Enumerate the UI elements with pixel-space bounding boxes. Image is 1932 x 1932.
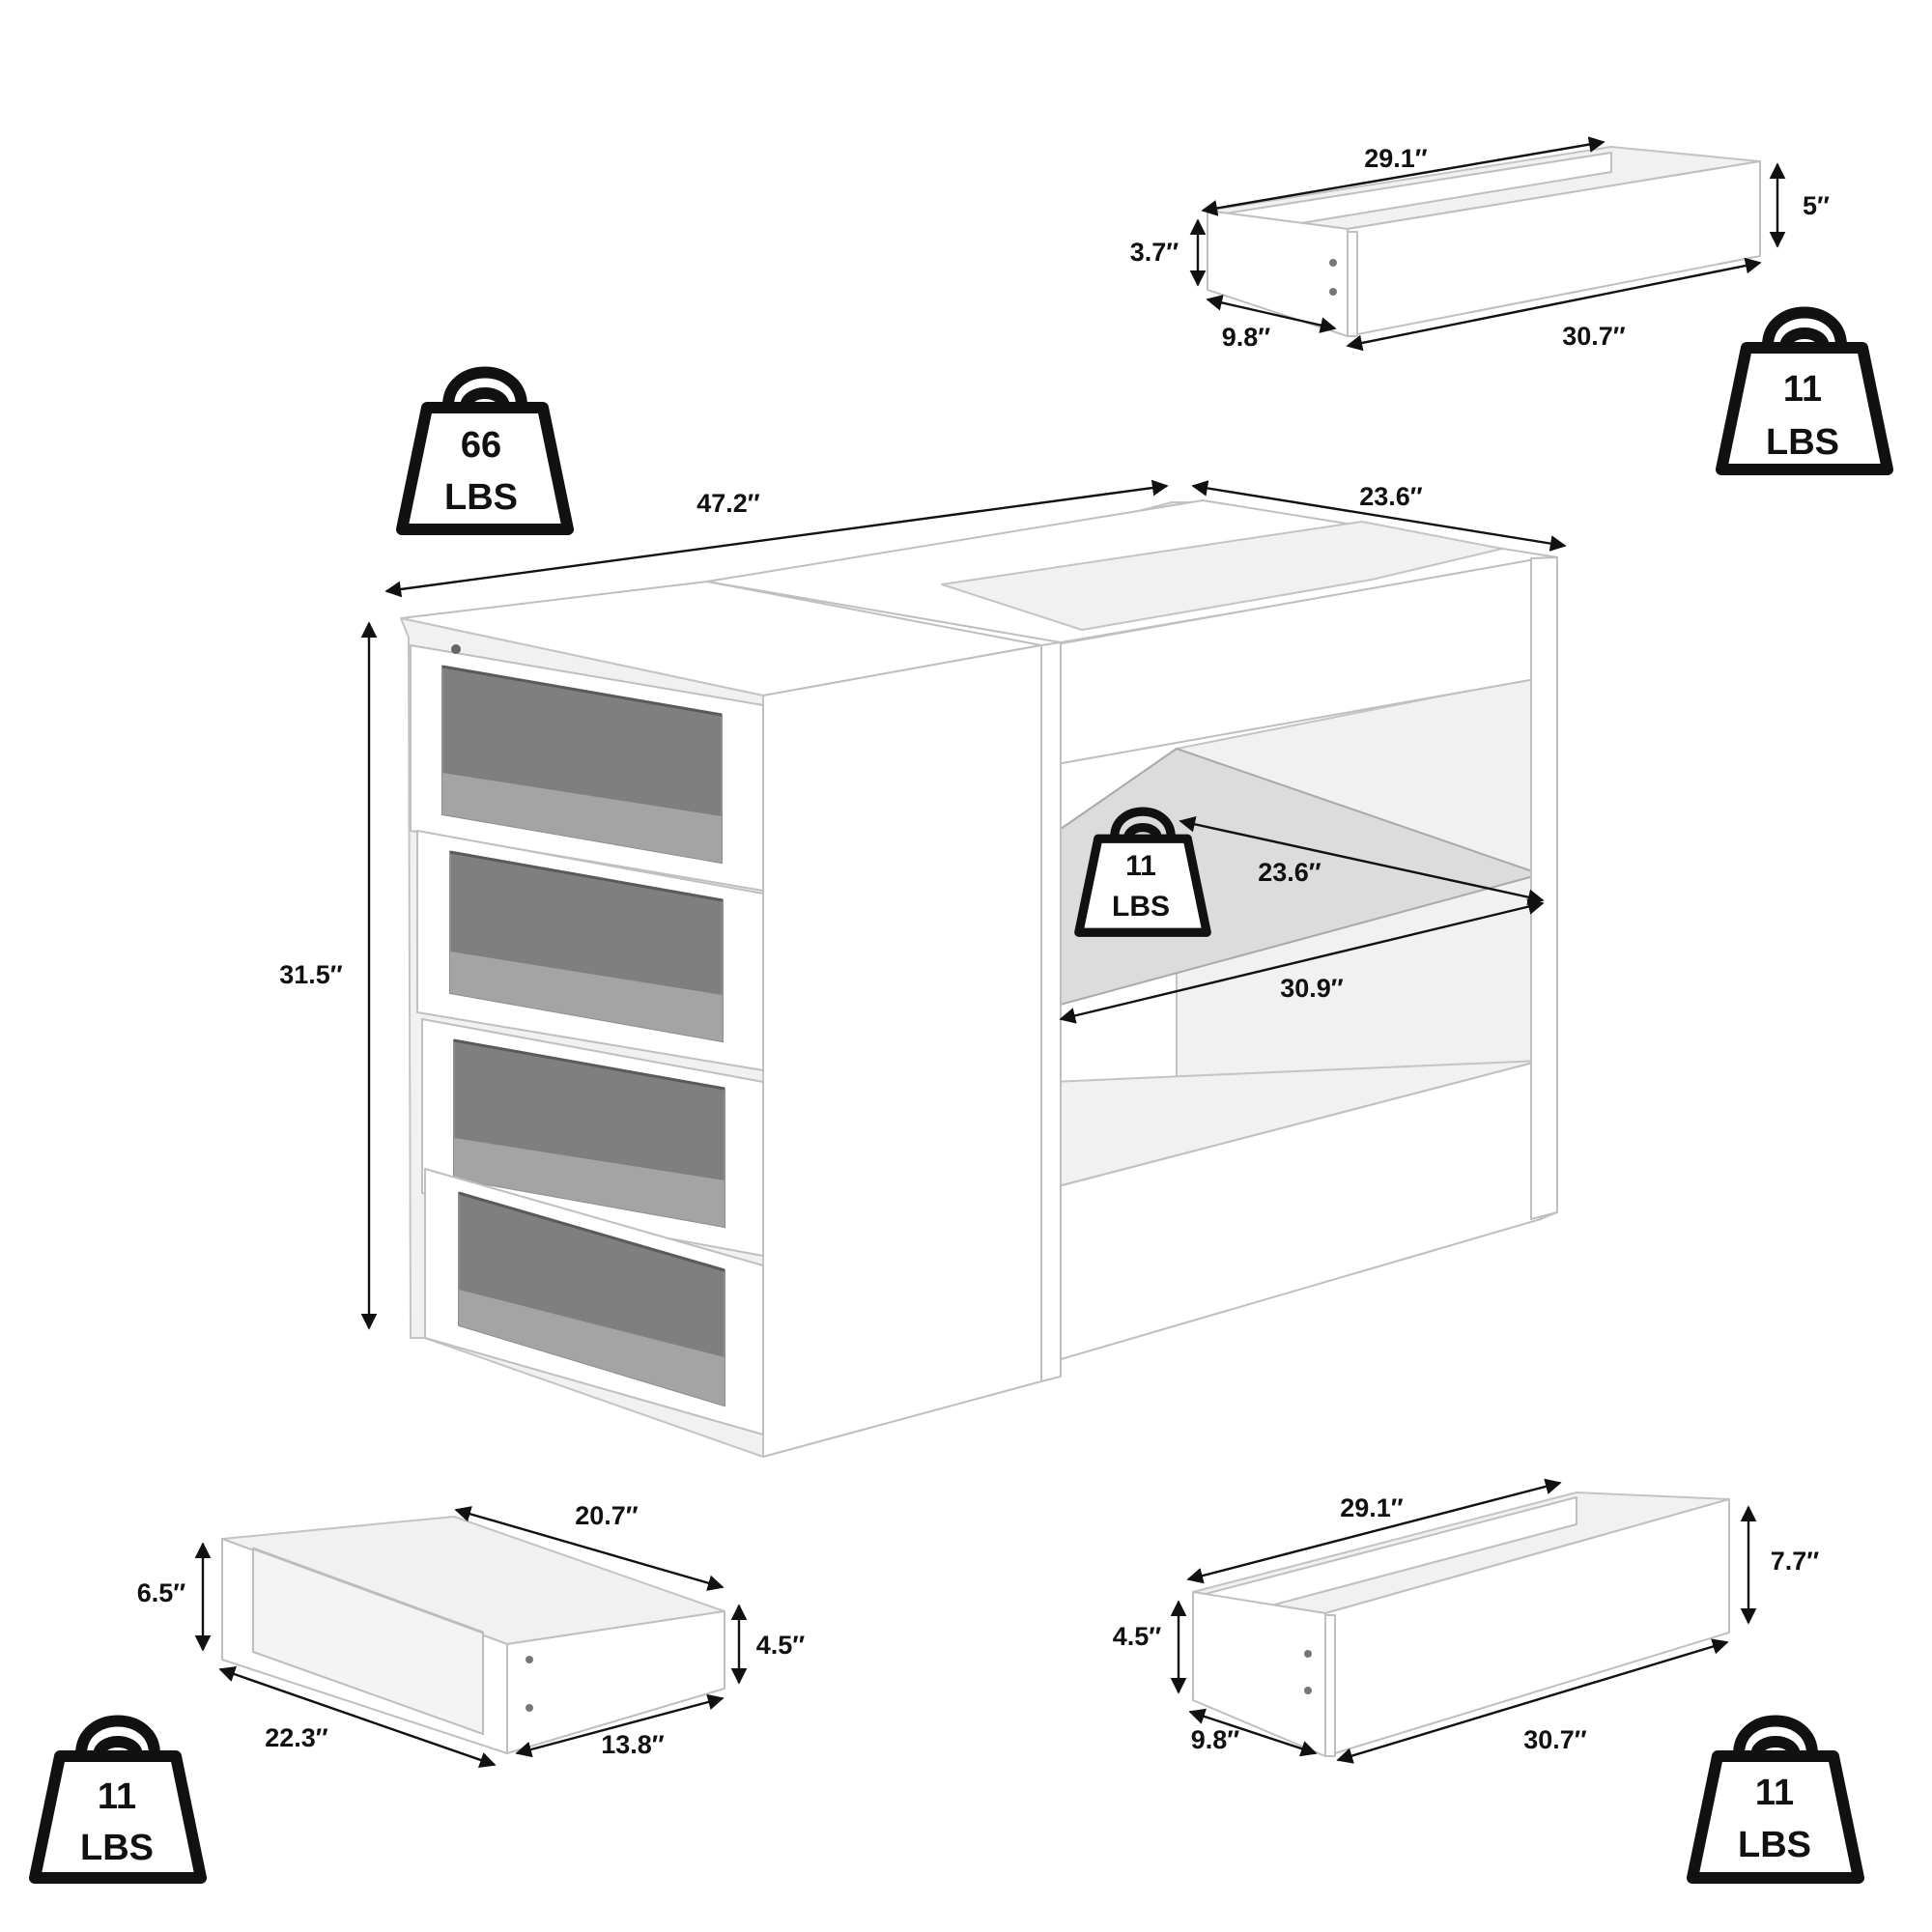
shelf-weight-unit: LBS [1112, 891, 1170, 923]
cabinet-right-post [1530, 556, 1558, 1220]
bottom-drawer-depth-label: 9.8″ [1191, 1725, 1240, 1754]
side-drawer-weight-value: 11 [98, 1776, 136, 1817]
side-drawer-front-width-label: 22.3″ [265, 1723, 328, 1752]
cabinet-depth-label: 23.6″ [1359, 482, 1423, 511]
shelf-weight-icon: 11 LBS [1079, 811, 1207, 932]
cabinet-weight-icon: 66 LBS [402, 373, 568, 530]
cabinet-center-post [1040, 641, 1062, 1382]
side-drawer-depth-label: 20.7″ [575, 1501, 639, 1530]
cabinet-width-label: 47.2″ [696, 489, 760, 518]
top-drawer-weight-value: 11 [1783, 369, 1822, 410]
side-drawer-side-height-label: 4.5″ [756, 1631, 806, 1660]
tower-drawer-3 [421, 1018, 764, 1257]
cabinet-weight-unit: LBS [444, 477, 518, 518]
side-drawer-weight-icon: 11 LBS [35, 1721, 201, 1879]
cabinet-dimensions: 47.2″ 23.6″ 31.5″ 23.6″ 30.9″ [279, 479, 1567, 1330]
top-drawer-dimensions: 29.1″ 5″ 3.7″ 9.8″ 30.7″ [1130, 136, 1830, 352]
bottom-drawer-length-label: 29.1″ [1340, 1493, 1404, 1522]
shelf-depth-label: 23.6″ [1258, 858, 1321, 887]
tower-drawer-4 [424, 1168, 764, 1435]
side-drawer-weight-unit: LBS [80, 1828, 154, 1868]
left-tower-side [762, 644, 1042, 1458]
bottom-drawer-weight-unit: LBS [1738, 1825, 1811, 1865]
top-drawer-illustration [1207, 146, 1761, 337]
top-drawer-length-label: 29.1″ [1364, 144, 1428, 173]
cabinet-height-label: 31.5″ [279, 960, 343, 989]
top-drawer-front-length-label: 30.7″ [1562, 322, 1626, 351]
top-drawer-weight-icon: 11 LBS [1721, 313, 1888, 470]
bottom-drawer-weight-icon: 11 LBS [1692, 1721, 1859, 1879]
bottom-drawer-height-label: 7.7″ [1771, 1547, 1820, 1576]
cabinet-weight-value: 66 [461, 425, 501, 466]
side-drawer-dimensions: 20.7″ 6.5″ 4.5″ 22.3″ 13.8″ [137, 1501, 806, 1768]
bottom-drawer-weight-value: 11 [1755, 1773, 1794, 1813]
side-drawer-inner-width-label: 13.8″ [601, 1730, 665, 1759]
cabinet-illustration [400, 499, 1558, 1458]
bottom-drawer-illustration [1192, 1492, 1730, 1757]
top-drawer-height-label: 5″ [1803, 191, 1830, 220]
shelf-width-label: 30.9″ [1280, 974, 1344, 1003]
shelf-weight-value: 11 [1125, 850, 1156, 882]
bottom-drawer-dimensions: 29.1″ 7.7″ 4.5″ 9.8″ 30.7″ [1113, 1478, 1820, 1764]
top-drawer-weight-unit: LBS [1766, 422, 1839, 463]
bottom-drawer-side-height-label: 4.5″ [1113, 1622, 1162, 1651]
top-drawer-side-height-label: 3.7″ [1130, 238, 1179, 267]
bottom-drawer-front-length-label: 30.7″ [1523, 1725, 1587, 1754]
side-drawer-front-height-label: 6.5″ [137, 1578, 186, 1607]
top-drawer-depth-label: 9.8″ [1222, 323, 1271, 352]
tower-drawer-1 [410, 644, 764, 892]
tower-drawer-2 [416, 830, 764, 1071]
